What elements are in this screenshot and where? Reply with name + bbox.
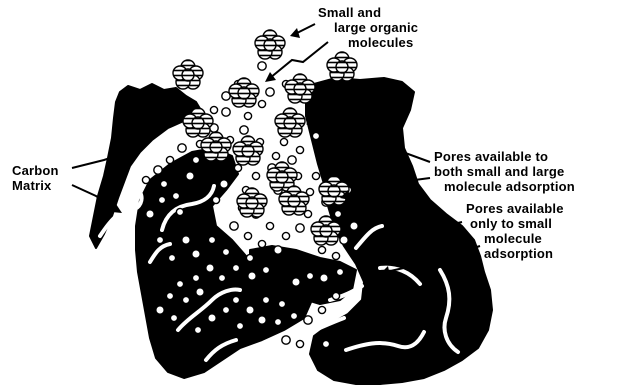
label-line: Pores available to bbox=[434, 150, 548, 163]
small-molecule bbox=[290, 312, 297, 319]
small-molecule bbox=[194, 326, 201, 333]
small-molecule bbox=[168, 254, 175, 261]
label-line: Matrix bbox=[12, 179, 52, 192]
small-molecule bbox=[280, 138, 287, 145]
small-molecule bbox=[274, 246, 282, 254]
small-molecule bbox=[232, 264, 239, 271]
small-molecule bbox=[274, 318, 281, 325]
small-molecule bbox=[296, 224, 304, 232]
small-molecule bbox=[282, 232, 289, 239]
small-molecule bbox=[246, 254, 253, 261]
small-molecule bbox=[258, 100, 265, 107]
small-molecule bbox=[332, 252, 339, 259]
label-line: molecule adsorption bbox=[444, 180, 575, 193]
small-molecule bbox=[192, 274, 199, 281]
small-molecule bbox=[156, 236, 163, 243]
small-molecule bbox=[222, 306, 229, 313]
small-molecule bbox=[160, 180, 167, 187]
small-molecule bbox=[212, 196, 219, 203]
small-molecule bbox=[146, 210, 154, 218]
small-molecule bbox=[322, 340, 329, 347]
small-molecule bbox=[158, 196, 165, 203]
large-molecule bbox=[255, 30, 285, 59]
small-molecule bbox=[336, 268, 343, 275]
small-molecule bbox=[258, 240, 265, 247]
small-molecule bbox=[176, 280, 183, 287]
small-molecule bbox=[258, 62, 266, 70]
small-molecule bbox=[236, 322, 243, 329]
small-molecule bbox=[288, 156, 296, 164]
small-molecule bbox=[166, 292, 173, 299]
small-molecule bbox=[282, 336, 290, 344]
small-molecule bbox=[312, 132, 319, 139]
small-molecule bbox=[156, 306, 164, 314]
label-line: both small and large bbox=[434, 165, 564, 178]
small-molecule bbox=[142, 176, 149, 183]
small-molecule bbox=[196, 288, 204, 296]
label-line: molecule bbox=[484, 232, 542, 245]
large-molecule bbox=[173, 60, 203, 89]
small-molecule bbox=[266, 222, 273, 229]
small-molecule bbox=[296, 340, 303, 347]
small-molecule bbox=[340, 236, 348, 244]
small-molecule bbox=[312, 172, 319, 179]
small-molecule bbox=[246, 306, 254, 314]
small-molecule bbox=[220, 180, 228, 188]
small-molecule bbox=[244, 112, 251, 119]
small-molecule bbox=[334, 210, 341, 217]
small-molecule bbox=[350, 222, 358, 230]
small-molecule bbox=[182, 296, 189, 303]
label-line: Carbon bbox=[12, 164, 59, 177]
small-molecule bbox=[262, 296, 269, 303]
label-line: large organic bbox=[334, 21, 418, 34]
label-line: only to small bbox=[470, 217, 552, 230]
label-line: Pores available bbox=[466, 202, 564, 215]
small-molecule bbox=[176, 208, 183, 215]
small-molecule bbox=[258, 316, 266, 324]
small-molecule bbox=[240, 126, 248, 134]
small-molecule bbox=[222, 108, 230, 116]
small-molecule bbox=[208, 314, 216, 322]
small-molecule bbox=[262, 266, 269, 273]
small-molecule bbox=[252, 172, 259, 179]
small-molecule bbox=[178, 144, 186, 152]
small-molecule bbox=[248, 272, 256, 280]
small-molecule bbox=[172, 192, 179, 199]
small-molecule bbox=[166, 156, 173, 163]
small-molecule bbox=[208, 236, 215, 243]
small-molecule bbox=[234, 164, 241, 171]
label-line: Small and bbox=[318, 6, 381, 19]
small-molecule bbox=[230, 222, 238, 230]
small-molecule bbox=[272, 152, 279, 159]
small-molecule bbox=[170, 314, 177, 321]
small-molecule bbox=[244, 232, 251, 239]
small-molecule bbox=[186, 172, 194, 180]
small-molecule bbox=[206, 264, 214, 272]
small-molecule bbox=[278, 300, 285, 307]
small-molecule bbox=[306, 272, 313, 279]
large-molecule bbox=[327, 52, 357, 81]
small-molecule bbox=[182, 236, 190, 244]
small-molecule bbox=[218, 274, 225, 281]
small-molecule bbox=[296, 146, 303, 153]
small-molecule bbox=[320, 274, 328, 282]
small-molecule bbox=[318, 246, 325, 253]
small-molecule bbox=[292, 278, 300, 286]
small-molecule bbox=[318, 306, 325, 313]
small-molecule bbox=[232, 296, 239, 303]
small-molecule bbox=[222, 248, 229, 255]
small-molecule bbox=[266, 88, 274, 96]
small-molecule bbox=[210, 106, 217, 113]
label-line: molecules bbox=[348, 36, 413, 49]
small-molecule bbox=[332, 292, 339, 299]
small-molecule bbox=[192, 250, 200, 258]
label-line: adsorption bbox=[484, 247, 553, 260]
small-molecule bbox=[192, 156, 199, 163]
small-molecule bbox=[154, 166, 162, 174]
small-molecule bbox=[304, 316, 312, 324]
